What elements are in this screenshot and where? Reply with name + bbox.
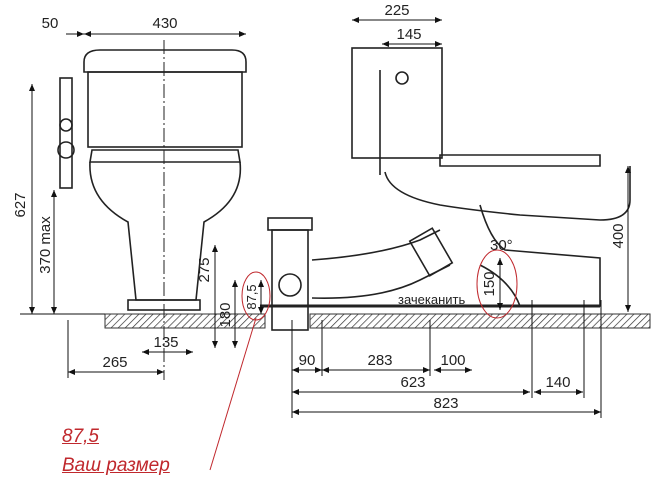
caulk-label: зачеканить [398,292,466,307]
dim-50: 50 [42,15,59,32]
dim-430: 430 [152,15,177,32]
dim-823: 823 [433,395,458,412]
angle-30: 30° [490,237,513,254]
toilet-side-view [260,47,631,331]
dim-275: 275 [196,257,213,282]
dim-265: 265 [102,354,127,371]
floor-hatch [104,313,651,329]
dim-400: 400 [610,223,627,248]
dim-283: 283 [367,352,392,369]
dim-623: 623 [400,374,425,391]
dim-140: 140 [545,374,570,391]
dim-180: 180 [217,302,234,327]
dim-627: 627 [12,192,29,217]
dim-370-max: 370 max [37,216,54,274]
toilet-front-view [57,40,247,380]
dim-87-5: 87,5 [244,284,259,309]
dim-145: 145 [396,26,421,43]
dim-225: 225 [384,2,409,19]
dim-100: 100 [440,352,465,369]
dim-90: 90 [299,352,316,369]
annotation-caption: Ваш размер [62,455,170,476]
dimension-lines [20,17,631,418]
red-highlight [209,249,518,471]
dim-150: 150 [481,271,498,296]
annotation-value: 87,5 [62,426,99,447]
dim-135: 135 [153,334,178,351]
